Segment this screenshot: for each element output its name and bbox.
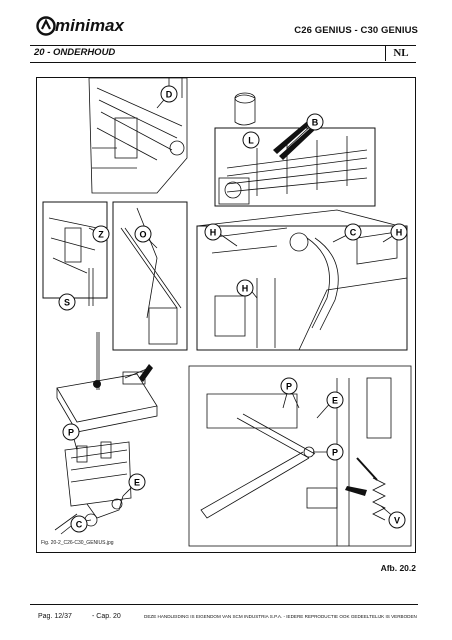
callout-s: S: [58, 293, 76, 311]
pointer-arrows: [93, 118, 367, 496]
svg-text:C: C: [350, 228, 357, 238]
svg-text:C: C: [76, 520, 83, 530]
callout-p-top: P: [280, 377, 298, 395]
insert-detail: [234, 92, 256, 126]
minimax-logo: minimax: [36, 16, 126, 36]
callout-o: O: [134, 225, 152, 243]
callout-z: Z: [92, 225, 110, 243]
callout-l: L: [242, 131, 260, 149]
svg-text:P: P: [332, 448, 338, 458]
svg-text:Z: Z: [98, 230, 104, 240]
callout-c-top: C: [344, 223, 362, 241]
callout-h-center: H: [236, 279, 254, 297]
callout-p-right: P: [326, 443, 344, 461]
callouts: D L B Z O H C H H S P E P P E C V: [58, 85, 408, 533]
svg-text:H: H: [242, 284, 249, 294]
callout-p-left: P: [62, 423, 80, 441]
maintenance-figure: D L B Z O H C H H S P E P P E C V Fig. 2…: [36, 77, 416, 553]
svg-text:S: S: [64, 298, 70, 308]
callout-d: D: [160, 85, 178, 103]
panel-main-frame: [196, 209, 408, 351]
callout-h-right: H: [390, 223, 408, 241]
figure-number: Afb. 20.2: [380, 563, 416, 573]
svg-text:P: P: [286, 382, 292, 392]
section-header: 20 - ONDERHOUD NL: [30, 45, 416, 63]
copyright-notice: DEZE HANDLEIDING IS EIGENDOM VAN SCM IND…: [144, 614, 417, 619]
callout-b: B: [306, 113, 324, 131]
callout-e-right: E: [326, 391, 344, 409]
svg-text:P: P: [68, 428, 74, 438]
callout-v: V: [388, 511, 406, 529]
panel-table-lever: [56, 332, 158, 433]
panel-gearbox: [54, 441, 132, 535]
svg-text:E: E: [134, 478, 140, 488]
callout-c-bottom: C: [70, 515, 88, 533]
model-title: C26 GENIUS - C30 GENIUS: [294, 25, 418, 36]
panel-rack-spring: [188, 365, 412, 547]
page-number: Pag. 12/37: [38, 613, 72, 620]
panel-chain: [112, 201, 188, 351]
panel-cutter-block: [214, 127, 376, 207]
callout-h-left: H: [204, 223, 222, 241]
svg-text:E: E: [332, 396, 338, 406]
panel-belt-drive: [88, 78, 188, 194]
svg-text:V: V: [394, 516, 400, 526]
logo-text: minimax: [55, 16, 126, 35]
svg-text:O: O: [139, 230, 146, 240]
figure-file-caption: Fig. 20-2_C26-C30_GENIUS.jpg: [41, 540, 114, 546]
svg-text:H: H: [396, 228, 403, 238]
machine-drawing: D L B Z O H C H H S P E P P E C V: [42, 78, 412, 547]
language-badge: NL: [385, 45, 416, 61]
page-footer: Pag. 12/37 - Cap. 20 DEZE HANDLEIDING IS…: [30, 604, 418, 627]
svg-text:D: D: [166, 90, 173, 100]
svg-text:B: B: [312, 118, 319, 128]
svg-text:H: H: [210, 228, 217, 238]
section-title: 20 - ONDERHOUD: [34, 47, 116, 58]
panel-motor-left: [42, 201, 108, 306]
svg-text:L: L: [248, 136, 254, 146]
callout-e-left: E: [128, 473, 146, 491]
chapter-number: - Cap. 20: [92, 613, 121, 620]
